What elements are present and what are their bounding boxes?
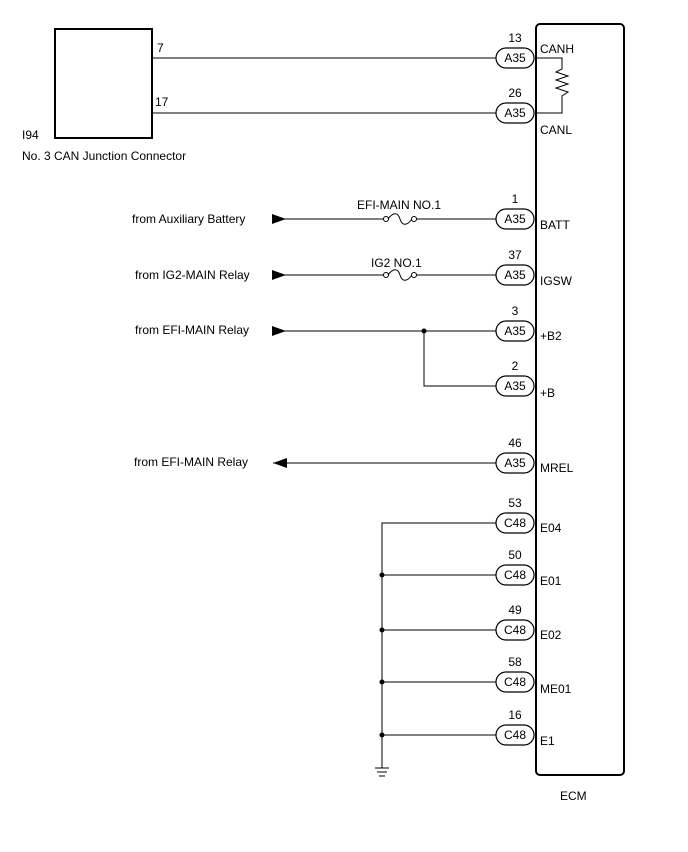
pin-number: 46	[508, 436, 522, 450]
termination-resistor	[536, 57, 570, 114]
junction-connector-name: No. 3 CAN Junction Connector	[22, 149, 186, 163]
fuse-efi-main-no1-label: EFI-MAIN NO.1	[357, 198, 441, 212]
pin-signal-name: E1	[540, 734, 555, 748]
pin-signal-name: E02	[540, 628, 562, 642]
source-efi-main-relay-in: from EFI-MAIN Relay	[135, 323, 249, 337]
source-auxiliary-battery: from Auxiliary Battery	[132, 212, 245, 226]
connector-code: A35	[504, 212, 526, 226]
fuse-icon	[387, 269, 413, 281]
pin-signal-name: +B2	[540, 329, 562, 343]
pin-number: 16	[508, 708, 522, 722]
pin-signal-name: +B	[540, 386, 555, 400]
fuse-terminal-icon	[411, 272, 417, 278]
pin-signal-name: E04	[540, 521, 562, 535]
junction-connector-code: I94	[22, 128, 39, 142]
connector-pill	[495, 47, 535, 69]
connector-code: C48	[504, 675, 526, 689]
pin-number: 1	[512, 192, 519, 206]
source-ig2-main-relay: from IG2-MAIN Relay	[135, 268, 250, 282]
fuse-terminal-icon	[383, 216, 389, 222]
source-efi-main-relay-out: from EFI-MAIN Relay	[134, 455, 248, 469]
arrow-in-icon	[272, 326, 286, 336]
fuse-ig2-no1-label: IG2 NO.1	[371, 256, 422, 270]
connector-code: A35	[504, 379, 526, 393]
ground-bus	[381, 522, 496, 768]
connector-code: A35	[504, 51, 526, 65]
fuse-terminal-icon	[411, 216, 417, 222]
pin-number: 58	[508, 655, 522, 669]
pin-signal-name: ME01	[540, 682, 572, 696]
arrow-out-icon	[273, 458, 287, 468]
pin-signal-name: CANL	[540, 123, 572, 137]
connector-code: A35	[504, 456, 526, 470]
splice-dot	[379, 679, 385, 685]
fuse-terminal-icon	[383, 272, 389, 278]
pin-number: 3	[512, 304, 519, 318]
fuse-icon	[387, 213, 413, 225]
pin-number: 49	[508, 603, 522, 617]
ecm-label: ECM	[560, 789, 587, 803]
arrow-in-icon	[272, 270, 286, 280]
pin-number: 37	[508, 248, 522, 262]
pin-number: 50	[508, 548, 522, 562]
junction-connector-box	[54, 28, 153, 139]
connector-pill	[495, 102, 535, 124]
splice-dot	[379, 572, 385, 578]
arrow-in-icon	[272, 214, 286, 224]
ecm-pin-plus-b2: A35 3 +B2	[495, 304, 562, 343]
pin-number: 2	[512, 359, 519, 373]
junction-pin-17: 17	[155, 95, 169, 109]
pin-number: 53	[508, 496, 522, 510]
connector-code: A35	[504, 106, 526, 120]
pin-number: 26	[508, 86, 522, 100]
pin-signal-name: MREL	[540, 461, 574, 475]
b-wire	[423, 331, 496, 387]
splice-dot	[379, 627, 385, 633]
pin-signal-name: BATT	[540, 218, 570, 232]
connector-code: C48	[504, 516, 526, 530]
junction-pin-7: 7	[157, 41, 164, 55]
connector-code: C48	[504, 568, 526, 582]
connector-code: C48	[504, 728, 526, 742]
ecm-pin-plus-b: A35 2 +B	[495, 359, 555, 400]
connector-code: A35	[504, 268, 526, 282]
pin-signal-name: IGSW	[540, 274, 573, 288]
connector-code: A35	[504, 324, 526, 338]
pin-signal-name: E01	[540, 574, 562, 588]
pin-number: 13	[508, 31, 522, 45]
connector-code: C48	[504, 623, 526, 637]
pin-signal-name: CANH	[540, 42, 574, 56]
ecm-box	[535, 23, 625, 776]
ground-icon	[375, 767, 389, 777]
splice-dot	[379, 732, 385, 738]
